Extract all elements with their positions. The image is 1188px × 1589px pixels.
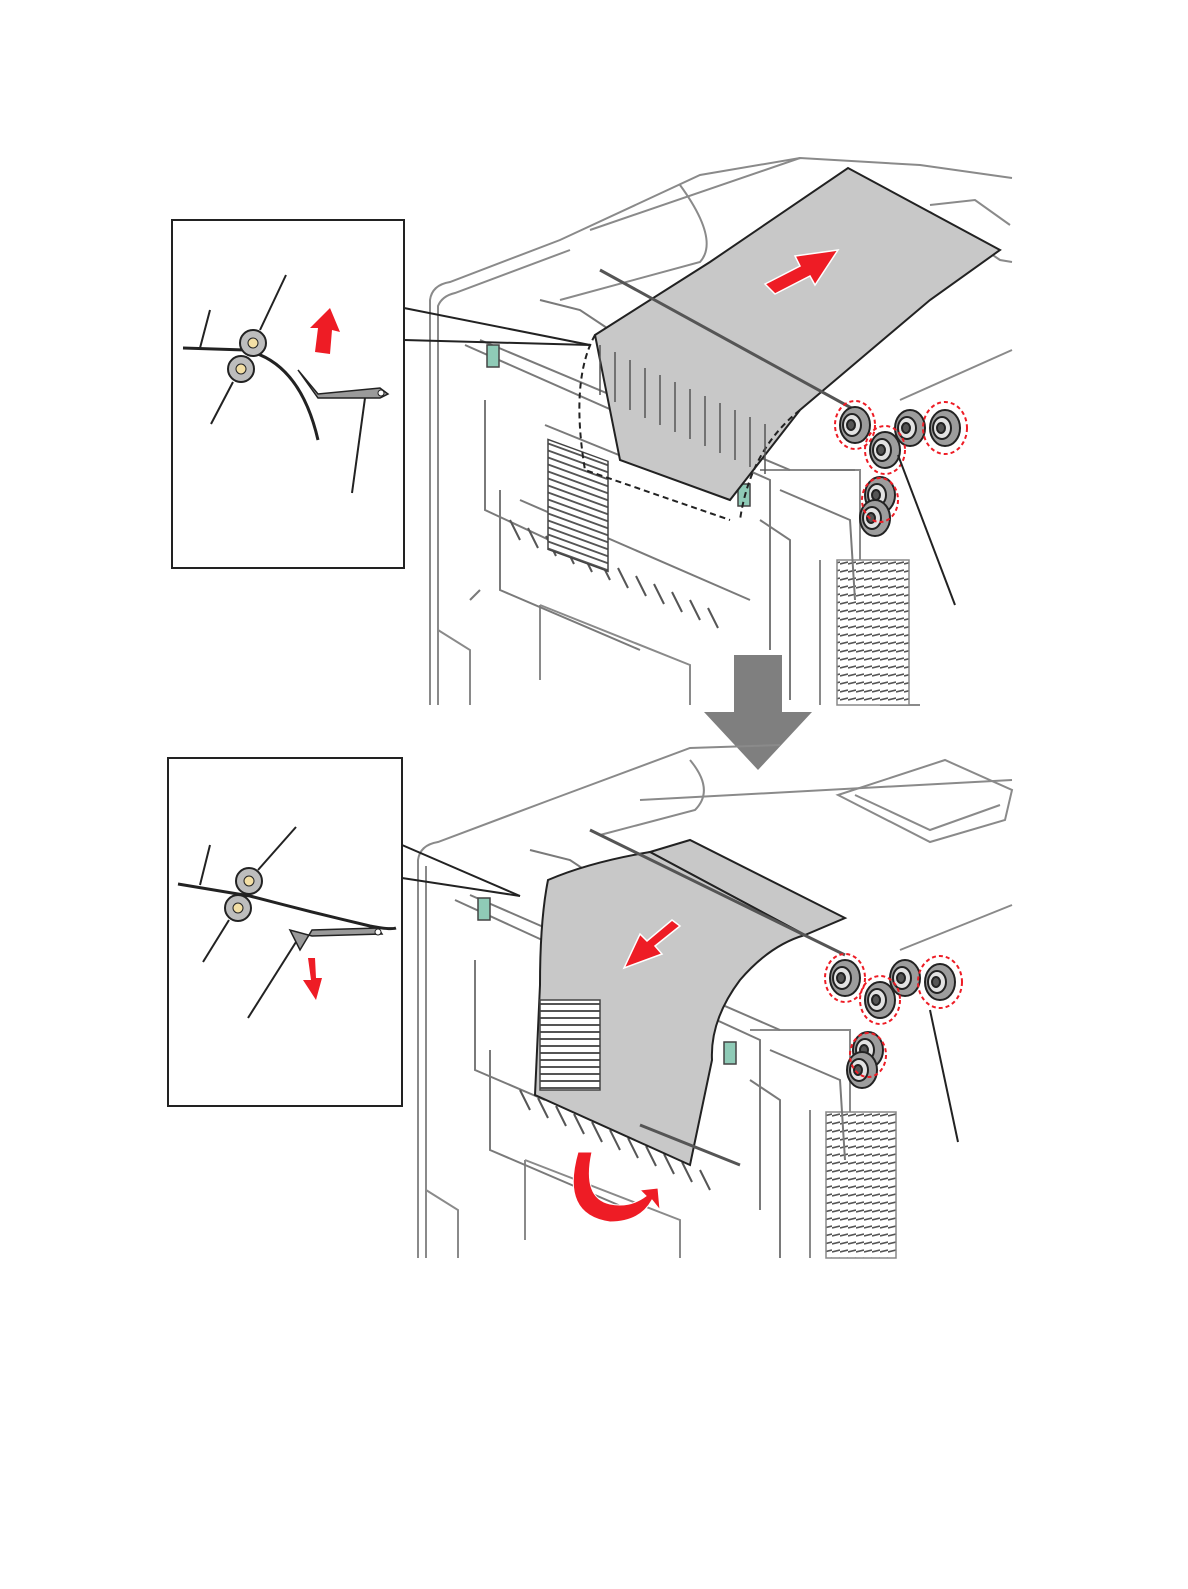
rib-block-upper xyxy=(548,439,608,571)
sensor-right-lower xyxy=(724,1042,736,1064)
gray-down-arrow xyxy=(704,655,812,770)
paper-sheet-upper xyxy=(595,168,1000,500)
inset-detail-upper xyxy=(172,220,404,568)
lower-panel xyxy=(168,745,1012,1258)
vent-grille-lower xyxy=(826,1112,896,1258)
sensor-left-upper xyxy=(487,345,499,367)
sensor-left-lower xyxy=(478,898,490,920)
upper-panel xyxy=(172,158,1012,705)
callout-lines-lower xyxy=(402,845,520,896)
drive-gears-lower xyxy=(830,960,955,1088)
rib-block-lower xyxy=(540,1000,600,1090)
callout-lines-upper xyxy=(404,308,590,345)
inset-detail-lower xyxy=(168,758,402,1106)
rotation-arrow xyxy=(573,1152,660,1222)
vent-grille-upper xyxy=(837,560,909,705)
drive-gears-upper xyxy=(840,407,960,536)
leader-line-gears-lower xyxy=(930,1010,958,1142)
